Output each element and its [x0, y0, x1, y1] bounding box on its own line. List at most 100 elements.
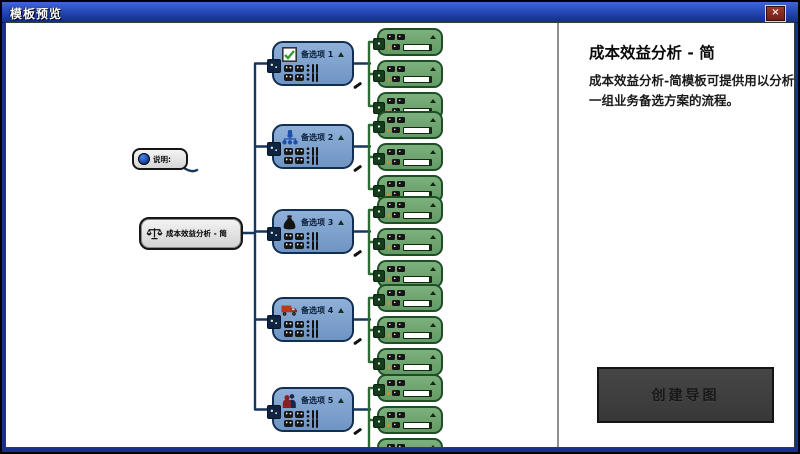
value-bar — [403, 158, 432, 166]
collapse-icon — [430, 98, 436, 103]
connector-icon — [373, 206, 385, 218]
value-bar — [403, 389, 432, 397]
collapse-icon — [430, 322, 436, 327]
checkbox-icon — [281, 47, 298, 63]
marker-strip — [284, 409, 348, 419]
connector-icon — [373, 384, 385, 396]
dialog-content: 说明: 成本效益分析 - 简 — [5, 22, 795, 448]
window-title: 模板预览 — [10, 7, 63, 21]
value-bar — [403, 43, 432, 51]
subtopic — [373, 28, 443, 56]
value-bar — [403, 331, 432, 339]
truck-icon — [281, 303, 298, 319]
marker-strip — [284, 155, 348, 165]
collapse-icon — [430, 117, 436, 122]
collapse-icon — [430, 290, 436, 295]
main-topic-label: 备选项 3 — [301, 218, 334, 227]
blue-marker-icon — [138, 153, 150, 165]
connector-icon — [373, 121, 385, 133]
main-topic-4: 备选项 4 — [267, 297, 362, 345]
collapse-icon — [430, 354, 436, 359]
subtopic — [377, 438, 443, 447]
collapse-icon — [430, 181, 436, 186]
vertical-divider — [557, 23, 559, 447]
connector-icon — [267, 405, 281, 419]
marker-strip — [284, 328, 348, 338]
collapse-icon — [338, 52, 345, 57]
subtopic — [373, 284, 443, 312]
marker-strip — [284, 63, 348, 73]
create-map-button[interactable]: 创建导图 — [597, 367, 774, 423]
main-topic-label: 备选项 2 — [301, 133, 334, 142]
connector-icon — [373, 238, 385, 250]
value-bar — [403, 421, 432, 429]
marker-strip — [284, 418, 348, 428]
central-topic-label: 成本效益分析 - 简 — [166, 229, 227, 238]
subtopic — [373, 111, 443, 139]
marker-strip — [284, 72, 348, 82]
subtopic — [373, 143, 443, 171]
collapse-icon — [338, 308, 345, 313]
main-topic-1: 备选项 1 — [267, 41, 362, 89]
value-bar — [403, 275, 432, 283]
value-bar — [403, 211, 432, 219]
value-bar — [403, 243, 432, 251]
details-panel: 成本效益分析 - 简 成本效益分析-简模板可提供用以分析一组业务备选方案的流程。… — [559, 23, 794, 447]
org-chart-icon — [281, 130, 298, 146]
panel-description: 成本效益分析-简模板可提供用以分析一组业务备选方案的流程。 — [589, 73, 795, 109]
connector-icon — [267, 227, 281, 241]
value-bar — [403, 75, 432, 83]
connector-icon — [373, 358, 385, 370]
marker-strip — [284, 231, 348, 241]
collapse-icon — [430, 202, 436, 207]
balance-scale-icon — [146, 226, 163, 242]
main-topic-3: 备选项 3 — [267, 209, 362, 257]
marker-strip — [284, 146, 348, 156]
connector-icon — [373, 70, 385, 82]
collapse-icon — [430, 444, 436, 447]
subtopic — [373, 196, 443, 224]
connector-icon — [373, 416, 385, 428]
subtopic — [373, 60, 443, 88]
collapse-icon — [430, 234, 436, 239]
subtopic — [373, 374, 443, 402]
value-bar — [403, 363, 432, 371]
value-bar — [403, 299, 432, 307]
main-topic-label: 备选项 5 — [301, 396, 334, 405]
people-icon — [281, 393, 298, 409]
close-button[interactable]: × — [765, 5, 786, 22]
subtopic — [373, 348, 443, 376]
main-topic-label: 备选项 4 — [301, 306, 334, 315]
collapse-icon — [338, 398, 345, 403]
connector-icon — [373, 38, 385, 50]
connector-icon — [373, 326, 385, 338]
floating-topic-label: 说明: — [153, 154, 171, 164]
main-topic-5: 备选项 5 — [267, 387, 362, 435]
connector-icon — [373, 153, 385, 165]
main-topic-2: 备选项 2 — [267, 124, 362, 172]
collapse-icon — [430, 149, 436, 154]
money-bag-icon — [281, 214, 298, 231]
map-preview-canvas: 说明: 成本效益分析 - 简 — [6, 23, 557, 447]
connector-icon — [267, 142, 281, 156]
connector-icon — [373, 294, 385, 306]
collapse-icon — [338, 220, 345, 225]
connector-icon — [373, 185, 385, 197]
connector-icon — [373, 270, 385, 282]
window-titlebar[interactable]: 模板预览 × — [2, 2, 798, 23]
marker-strip — [284, 319, 348, 329]
collapse-icon — [430, 266, 436, 271]
main-topic-label: 备选项 1 — [301, 50, 334, 59]
subtopic — [373, 228, 443, 256]
floating-topic: 说明: — [132, 148, 188, 170]
value-bar — [403, 126, 432, 134]
collapse-icon — [430, 412, 436, 417]
collapse-icon — [430, 380, 436, 385]
subtopic — [373, 406, 443, 434]
connector-icon — [267, 315, 281, 329]
connector-icon — [267, 59, 281, 73]
central-topic: 成本效益分析 - 简 — [139, 217, 243, 250]
subtopic — [373, 316, 443, 344]
marker-strip — [284, 240, 348, 250]
collapse-icon — [430, 66, 436, 71]
